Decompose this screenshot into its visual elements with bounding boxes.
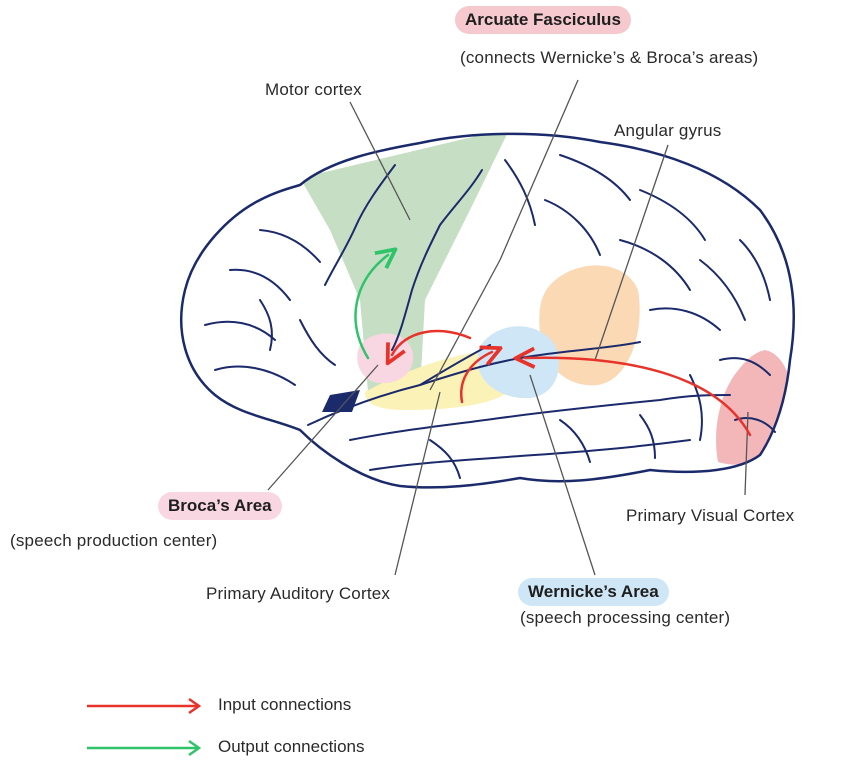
angular-gyrus-label: Angular gyrus [614,121,722,141]
brain [181,128,794,487]
legend-output: Output connections [85,736,485,760]
wernicke-area-description: (speech processing center) [520,608,730,628]
motor-cortex-label: Motor cortex [265,80,362,100]
legend-output-label: Output connections [218,737,364,757]
legend-input-label: Input connections [218,695,351,715]
broca-area-description: (speech production center) [10,531,217,551]
green-arrow-icon [85,736,205,760]
primary-auditory-cortex-label: Primary Auditory Cortex [206,584,390,604]
red-arrow-icon [85,694,205,718]
primary-visual-cortex-label: Primary Visual Cortex [626,506,794,526]
arcuate-fasciculus-label: Arcuate Fasciculus [455,6,631,34]
legend-input: Input connections [85,694,485,718]
wernicke-area-label: Wernicke’s Area [518,578,669,606]
broca-area-label: Broca’s Area [158,492,282,520]
arcuate-fasciculus-description: (connects Wernicke’s & Broca’s areas) [460,48,758,68]
